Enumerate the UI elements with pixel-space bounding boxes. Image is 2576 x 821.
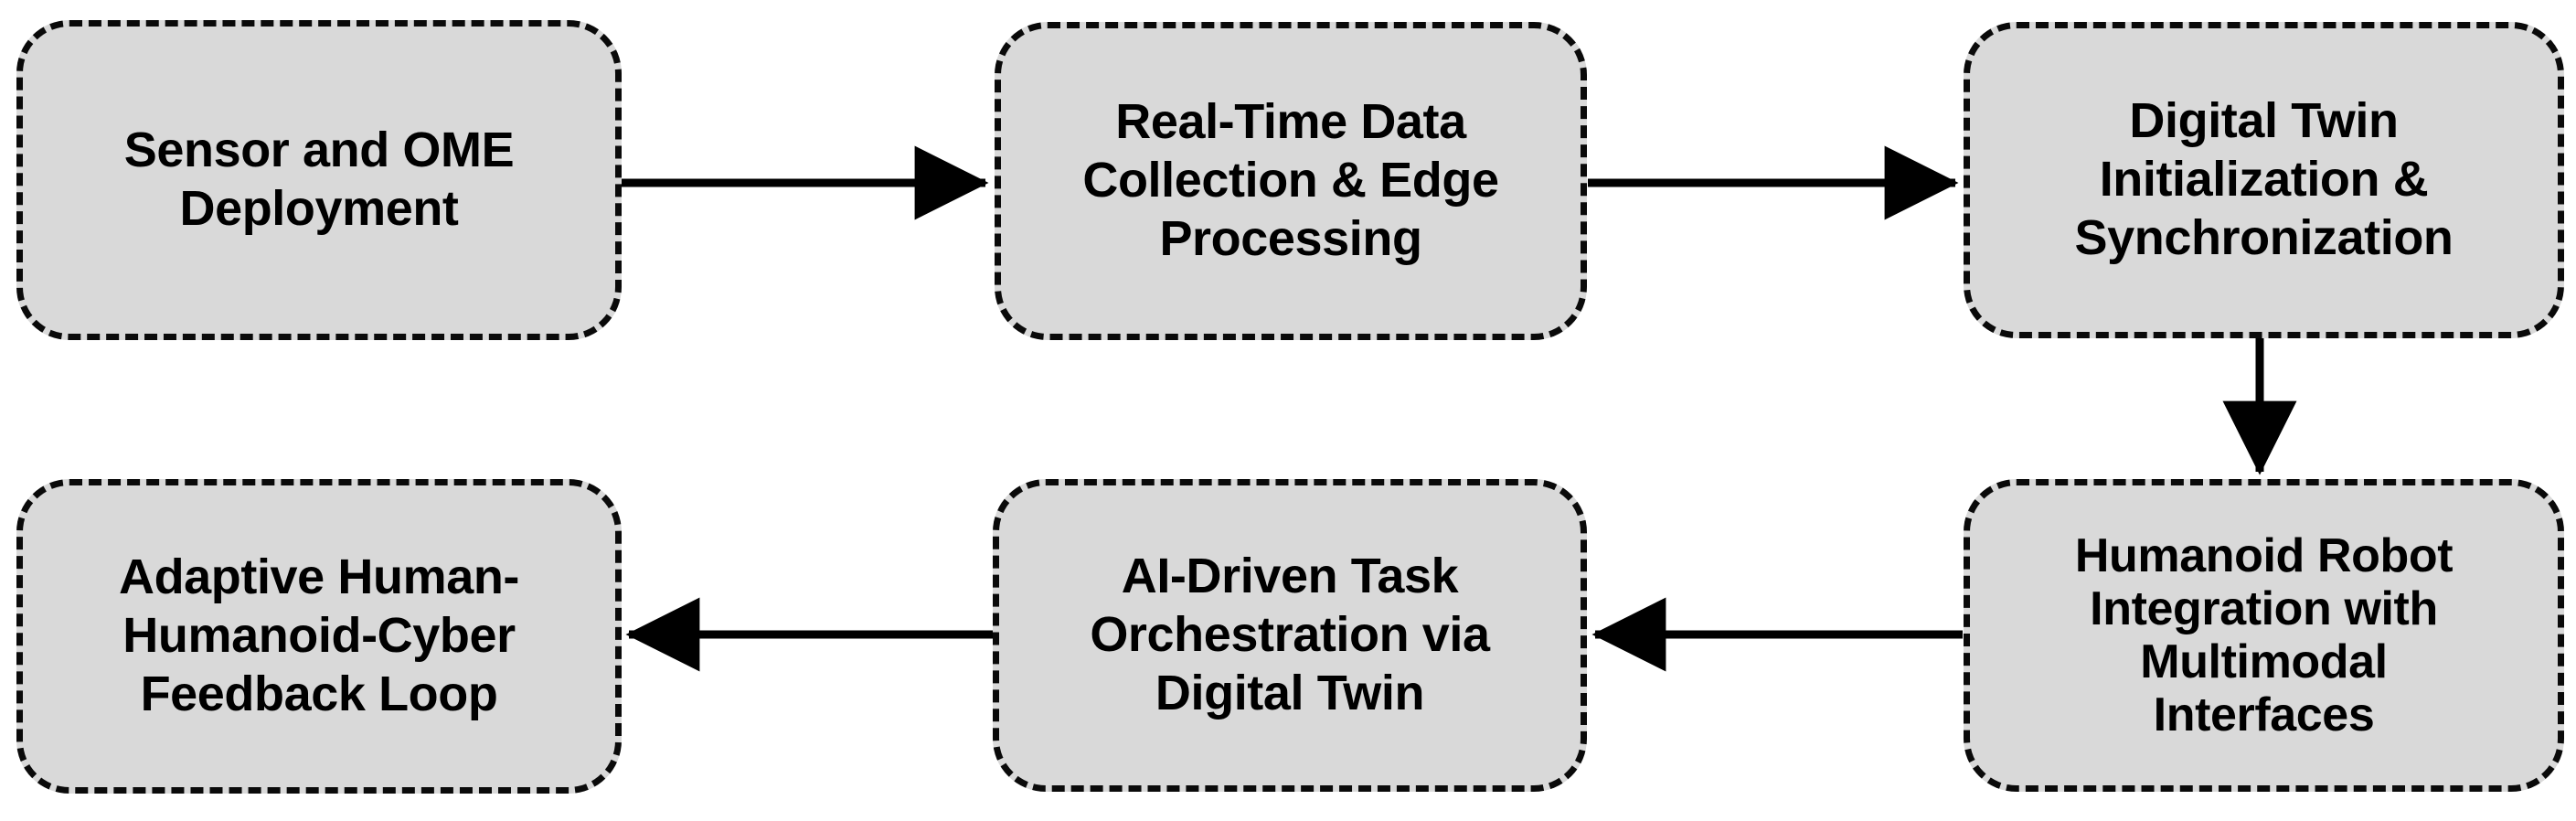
node-adaptive-human-humanoid-cyber-feedback-loop[interactable]: Adaptive Human- Humanoid-Cyber Feedback … <box>16 479 622 794</box>
node-sensor-and-ome-deployment[interactable]: Sensor and OME Deployment <box>16 20 622 340</box>
node-label-digital-twin-initialization-synchronization: Digital Twin Initialization & Synchroniz… <box>2074 93 2454 265</box>
node-label-ai-driven-task-orchestration-via-digital-twin: AI-Driven Task Orchestration via Digital… <box>1090 549 1490 720</box>
node-real-time-data-collection-edge-processing[interactable]: Real-Time Data Collection & Edge Process… <box>995 22 1587 340</box>
node-label-real-time-data-collection-edge-processing: Real-Time Data Collection & Edge Process… <box>1082 94 1499 266</box>
node-ai-driven-task-orchestration-via-digital-twin[interactable]: AI-Driven Task Orchestration via Digital… <box>993 479 1587 792</box>
node-label-sensor-and-ome-deployment: Sensor and OME Deployment <box>123 123 515 236</box>
node-digital-twin-initialization-synchronization[interactable]: Digital Twin Initialization & Synchroniz… <box>1964 22 2564 338</box>
node-humanoid-robot-integration-with-multimodal-interfaces[interactable]: Humanoid Robot Integration with Multimod… <box>1964 479 2564 792</box>
node-label-humanoid-robot-integration-with-multimodal-interfaces: Humanoid Robot Integration with Multimod… <box>2074 528 2454 742</box>
node-label-adaptive-human-humanoid-cyber-feedback-loop: Adaptive Human- Humanoid-Cyber Feedback … <box>118 549 520 721</box>
